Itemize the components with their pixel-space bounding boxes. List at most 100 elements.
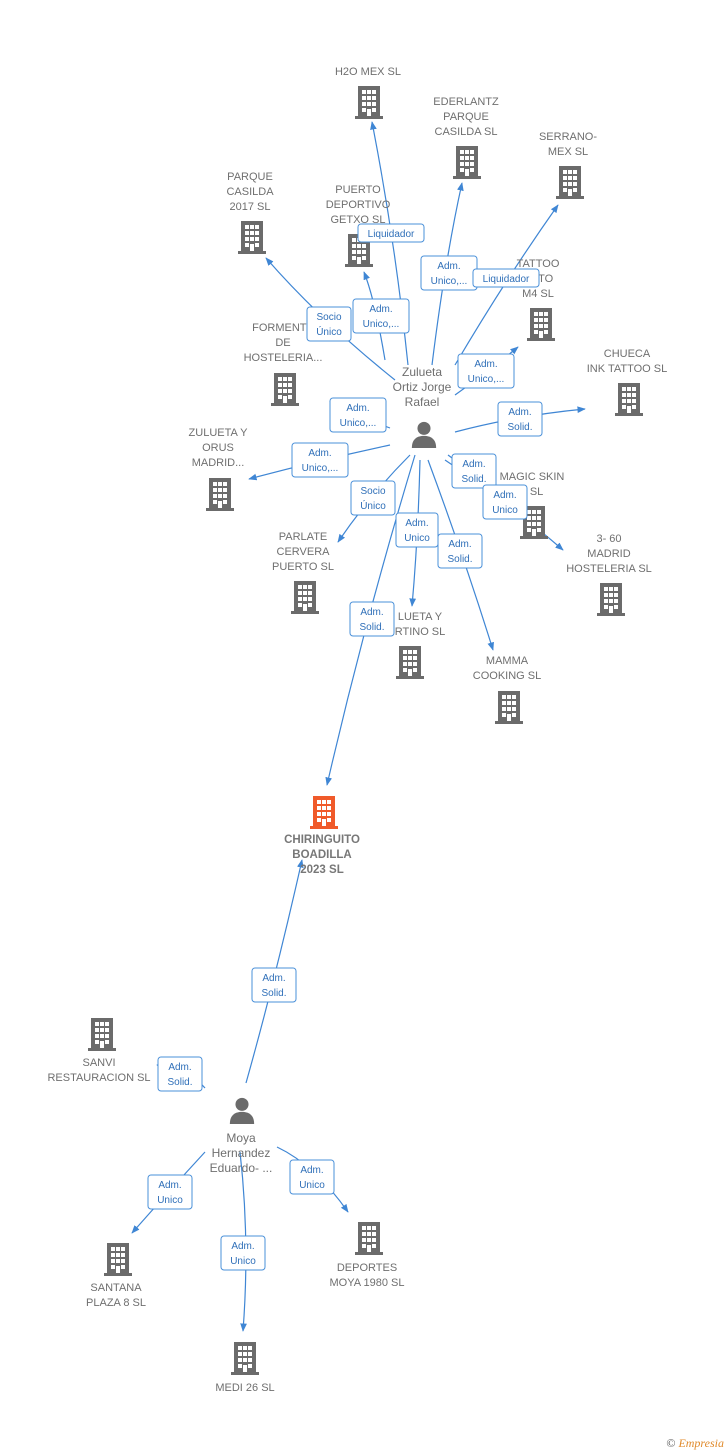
relation-label-r15[interactable]: Adm. Solid. — [349, 601, 395, 637]
relation-label-r14[interactable]: Adm.Solid. — [437, 533, 483, 569]
node-label-line: ZULUETA Y — [189, 427, 249, 439]
node-label-line: RESTAURACION SL — [47, 1072, 150, 1084]
node-label-line: DEPORTIVO — [326, 199, 391, 211]
relation-text: Adm. — [360, 607, 383, 618]
node-label-line: EDERLANTZ — [433, 96, 499, 108]
node-label-line: CASILDA — [226, 186, 274, 198]
relation-box — [147, 1174, 193, 1210]
company-node-puerto[interactable]: PUERTO DEPORTIVO GETXO SL — [326, 184, 391, 267]
building-icon — [355, 86, 383, 119]
building-icon — [291, 581, 319, 614]
relation-text: Unico,... — [363, 319, 400, 330]
node-label-line: DE — [275, 337, 290, 349]
relation-box — [437, 533, 483, 569]
relation-label-r1[interactable]: Liquidador — [357, 223, 425, 243]
company-node-zuluetaorus[interactable]: ZULUETA YORUSMADRID... — [189, 427, 249, 511]
relation-text: Unico — [492, 505, 518, 516]
relation-text: Solid. — [167, 1077, 192, 1088]
relation-label-r7[interactable]: Adm. Unico,... — [329, 397, 387, 433]
building-icon — [495, 691, 523, 724]
relation-box — [157, 1056, 203, 1092]
relation-text: Solid. — [447, 554, 472, 565]
company-node-mamma[interactable]: MAMMA COOKING SL — [473, 655, 541, 724]
node-label-line: Ortiz Jorge — [393, 380, 452, 394]
node-label-line: MADRID... — [192, 457, 245, 469]
relation-label-r20[interactable]: Adm.Unico — [220, 1235, 266, 1271]
relation-text: Único — [360, 499, 386, 512]
node-label-line: DEPORTES — [337, 1262, 397, 1274]
relation-label-r17[interactable]: Adm. Solid. — [157, 1056, 203, 1092]
node-label-line: MADRID — [587, 548, 630, 560]
node-label-line: MAGIC SKIN — [500, 471, 565, 483]
relation-box — [289, 1159, 335, 1195]
company-node-formente[interactable]: FORMENTEDEHOSTELERIA... — [244, 322, 323, 406]
relation-text: Solid. — [359, 622, 384, 633]
node-label-line: GETXO SL — [330, 214, 385, 226]
relation-text: Adm. — [369, 304, 392, 315]
company-node-serrano[interactable]: SERRANO- MEX SL — [539, 131, 597, 199]
relation-text: Unico — [157, 1195, 183, 1206]
relation-text: Adm. — [158, 1180, 181, 1191]
relation-label-r3[interactable]: Liquidador — [472, 268, 540, 288]
node-label-line: CHIRINGUITO — [284, 834, 360, 846]
relation-text: Unico — [299, 1180, 325, 1191]
node-label-line: TATTOO — [517, 258, 560, 270]
relation-text: Liquidador — [483, 274, 530, 285]
relation-text: Adm. — [405, 518, 428, 529]
relation-text: Único — [316, 325, 342, 338]
node-label-line: BOADILLA — [292, 849, 351, 861]
relation-text: Unico,... — [340, 418, 377, 429]
relation-label-r16[interactable]: Adm.Solid. — [251, 967, 297, 1003]
node-label-line: FORMENTE — [252, 322, 314, 334]
relation-label-r18[interactable]: Adm.Unico — [289, 1159, 335, 1195]
relation-box — [395, 512, 439, 548]
relation-label-r13[interactable]: Adm.Unico — [395, 512, 439, 548]
relation-text: Solid. — [461, 474, 486, 485]
node-label-line: 2017 SL — [230, 201, 271, 213]
relation-label-r5[interactable]: Adm. Unico,... — [352, 298, 410, 334]
building-icon — [104, 1243, 132, 1276]
relation-box — [251, 967, 297, 1003]
company-node-h2o[interactable]: H2O MEX SL — [335, 66, 401, 119]
relation-label-r19[interactable]: Adm. Unico — [147, 1174, 193, 1210]
relation-text: Adm. — [437, 261, 460, 272]
node-label-line: MOYA 1980 SL — [329, 1277, 404, 1289]
relation-text: Adm. — [168, 1062, 191, 1073]
building-icon — [238, 221, 266, 254]
relation-label-r6[interactable]: Adm.Unico,... — [457, 353, 515, 389]
node-label-line: SERRANO- — [539, 131, 597, 143]
relation-text: Unico — [230, 1256, 256, 1267]
relation-text: Adm. — [346, 403, 369, 414]
relation-box — [291, 442, 349, 478]
relation-label-r2[interactable]: Adm.Unico,... — [420, 255, 478, 291]
relation-box — [451, 453, 497, 489]
relation-label-r11[interactable]: Adm.Unico — [482, 484, 528, 520]
person-node-p2[interactable]: MoyaHernandezEduardo- ... — [210, 1097, 273, 1175]
relation-label-r8[interactable]: Adm.Solid. — [497, 401, 543, 437]
relation-label-r9[interactable]: Adm.Unico,... — [291, 442, 349, 478]
node-label-line: PUERTO — [335, 184, 381, 196]
relation-box — [349, 601, 395, 637]
building-icon — [597, 583, 625, 616]
company-node-medi[interactable]: MEDI 26 SL — [215, 1342, 275, 1394]
relation-text: Adm. — [262, 973, 285, 984]
company-node-deportes[interactable]: DEPORTES MOYA 1980 SL — [329, 1222, 405, 1289]
footer-brand[interactable]: © Empresia — [666, 1436, 724, 1451]
node-label-line: MAMMA — [486, 655, 529, 667]
node-label-line: COOKING SL — [473, 670, 541, 682]
node-label-line: MEX SL — [548, 146, 588, 158]
node-label-line: M4 SL — [522, 288, 554, 300]
relation-label-r10[interactable]: Adm.Solid. — [451, 453, 497, 489]
